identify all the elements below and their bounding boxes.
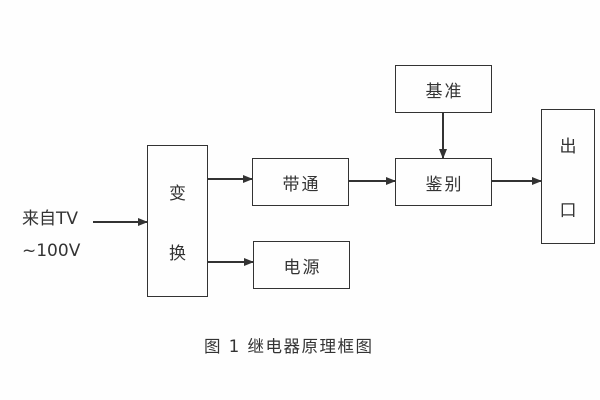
reference-to-discriminator-arrow	[442, 113, 444, 158]
block-transform-char2: 换	[169, 243, 186, 264]
block-discriminator: 鉴别	[395, 158, 492, 206]
input-source-line1: 来自TV	[22, 209, 79, 229]
block-outlet-char1: 出	[559, 137, 577, 157]
input-source-line2: ~100V	[22, 241, 81, 261]
transform-to-power-arrow	[208, 261, 253, 263]
block-reference-label: 基准	[425, 81, 464, 102]
discriminator-to-outlet-arrow	[492, 180, 541, 182]
input-source-label: 来自TV ~100V	[22, 203, 80, 267]
block-reference: 基准	[395, 65, 492, 113]
block-discriminator-label: 鉴别	[425, 174, 464, 195]
block-outlet: 出 口	[541, 109, 595, 244]
figure-caption: 图 1 继电器原理框图	[204, 337, 374, 356]
block-power: 电源	[253, 241, 350, 289]
block-power-label: 电源	[283, 257, 322, 278]
block-bandpass-label: 带通	[282, 174, 321, 195]
input-arrow	[93, 221, 147, 223]
block-outlet-char2: 口	[559, 201, 577, 221]
block-transform: 变 换	[147, 145, 208, 297]
bandpass-to-discriminator-arrow	[349, 180, 395, 182]
block-transform-char1: 变	[169, 183, 186, 204]
block-bandpass: 带通	[252, 158, 349, 206]
transform-to-bandpass-arrow	[208, 178, 252, 180]
